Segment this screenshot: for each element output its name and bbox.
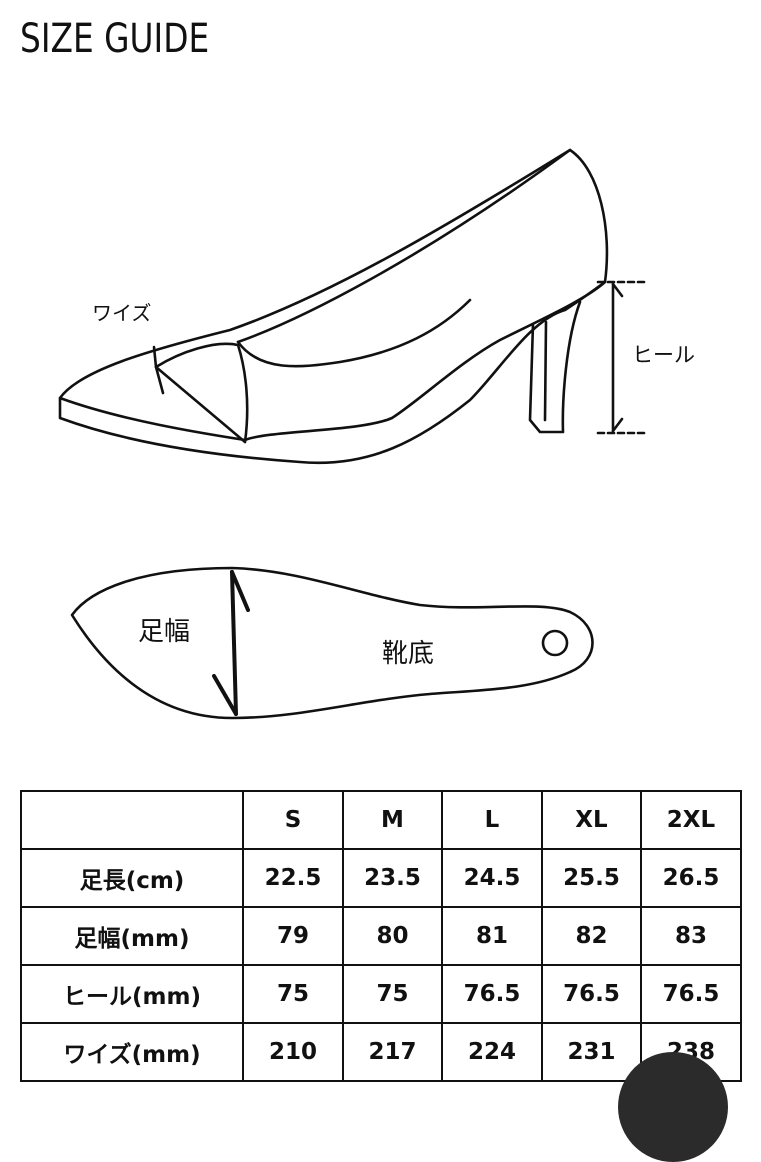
table-cell: 76.5 bbox=[541, 964, 642, 1024]
shoe-diagram: ワイズ ヒール 足幅 靴底 bbox=[58, 148, 695, 720]
table-row: 足長(cm) 22.5 23.5 24.5 25.5 26.5 bbox=[20, 848, 742, 908]
table-cell: 217 bbox=[342, 1022, 443, 1082]
table-cell: 75 bbox=[242, 964, 344, 1024]
table-cell: 210 bbox=[242, 1022, 344, 1082]
header-cell-l: L bbox=[441, 790, 543, 850]
shoe-heel bbox=[528, 300, 582, 434]
header-cell bbox=[20, 790, 244, 850]
table-cell: 231 bbox=[541, 1022, 642, 1082]
foot-width-arrow bbox=[230, 570, 238, 716]
heel-label: ヒール bbox=[632, 343, 695, 367]
foot-width-label: 足幅 bbox=[138, 617, 190, 647]
header-cell-m: M bbox=[342, 790, 443, 850]
insole-hole bbox=[541, 629, 569, 657]
table-cell: 26.5 bbox=[640, 848, 742, 908]
header-cell-s: S bbox=[242, 790, 344, 850]
table-cell: 75 bbox=[342, 964, 443, 1024]
row-label: 足長(cm) bbox=[20, 848, 244, 908]
table-cell: 23.5 bbox=[342, 848, 443, 908]
header-cell-2xl: 2XL bbox=[640, 790, 742, 850]
size-table: S M L XL 2XL 足長(cm) 22.5 23.5 24.5 25.5 … bbox=[20, 790, 742, 1082]
table-row: 足幅(mm) 79 80 81 82 83 bbox=[20, 906, 742, 966]
table-cell: 82 bbox=[541, 906, 642, 966]
page-title: SIZE GUIDE bbox=[20, 16, 210, 62]
table-cell: 24.5 bbox=[441, 848, 543, 908]
table-cell: 76.5 bbox=[640, 964, 742, 1024]
table-row: ヒール(mm) 75 75 76.5 76.5 76.5 bbox=[20, 964, 742, 1024]
row-label: 足幅(mm) bbox=[20, 906, 244, 966]
row-label: ヒール(mm) bbox=[20, 964, 244, 1024]
table-cell: 22.5 bbox=[242, 848, 344, 908]
floating-action-button[interactable] bbox=[618, 1052, 728, 1162]
table-cell: 83 bbox=[640, 906, 742, 966]
table-cell: 224 bbox=[441, 1022, 543, 1082]
table-cell: 80 bbox=[342, 906, 443, 966]
table-cell: 76.5 bbox=[441, 964, 543, 1024]
table-cell: 79 bbox=[242, 906, 344, 966]
row-label: ワイズ(mm) bbox=[20, 1022, 244, 1082]
header-cell-xl: XL bbox=[541, 790, 642, 850]
shoe-outline bbox=[58, 148, 609, 442]
width-label: ワイズ bbox=[92, 301, 151, 325]
shoe-sole bbox=[58, 280, 607, 465]
insole-outline bbox=[70, 566, 594, 720]
insole-label: 靴底 bbox=[382, 639, 434, 669]
table-header-row: S M L XL 2XL bbox=[20, 790, 742, 850]
table-cell: 81 bbox=[441, 906, 543, 966]
table-cell: 25.5 bbox=[541, 848, 642, 908]
